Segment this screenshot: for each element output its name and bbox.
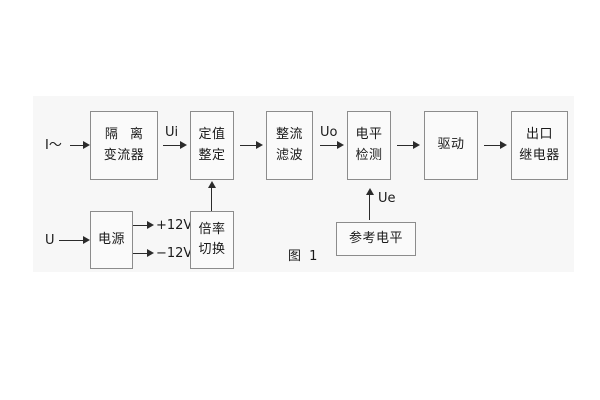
supply-pos-label: +12V — [156, 218, 193, 233]
figure-caption: 图 1 — [288, 249, 320, 264]
input-current-arrowhead — [83, 141, 90, 149]
block-setting-line1: 定值 — [198, 127, 226, 143]
block-level-detect-line2: 检测 — [355, 147, 383, 163]
block-rectify-filter: 整流 滤波 — [266, 111, 313, 180]
reference-to-level-wire — [369, 194, 370, 220]
block-rectify-filter-line1: 整流 — [275, 127, 303, 143]
input-current-label: I～ — [45, 138, 62, 153]
block-multiplier-switch: 倍率 切换 — [190, 211, 234, 269]
block-driver: 驱动 — [424, 111, 478, 180]
block-output-relay-line2: 继电器 — [519, 147, 560, 163]
block-isolation-ct-line2: 变流器 — [103, 147, 145, 163]
block-multiplier-switch-line1: 倍率 — [198, 221, 226, 237]
block-setting-line2: 整定 — [198, 147, 226, 163]
block-multiplier-switch-line2: 切换 — [198, 242, 226, 257]
multiplier-to-setting-arrowhead — [208, 181, 216, 188]
block-power-supply-line1: 电源 — [97, 231, 125, 247]
level-to-driver-arrowhead — [413, 141, 420, 149]
uo-wire — [320, 145, 338, 146]
block-driver-line1: 驱动 — [437, 137, 465, 153]
signal-uo-label: Uo — [320, 125, 338, 140]
ui-arrowhead — [180, 141, 187, 149]
input-current-wire — [70, 145, 84, 146]
block-power-supply: 电源 — [90, 211, 133, 269]
block-output-relay: 出口 继电器 — [511, 111, 568, 180]
uo-arrowhead — [337, 141, 344, 149]
supply-neg-arrowhead — [147, 249, 154, 257]
setting-to-rectify-arrowhead — [256, 141, 263, 149]
multiplier-to-setting-wire — [211, 187, 212, 211]
block-reference-level-line1: 参考电平 — [348, 230, 403, 246]
setting-to-rectify-wire — [240, 145, 257, 146]
block-rectify-filter-line2: 滤波 — [275, 147, 303, 163]
input-voltage-wire — [59, 240, 84, 241]
supply-neg-wire — [133, 253, 148, 254]
block-output-relay-line1: 出口 — [525, 127, 553, 143]
level-to-driver-wire — [397, 145, 414, 146]
input-voltage-label: U — [45, 233, 55, 248]
signal-ui-label: Ui — [165, 125, 179, 140]
reference-to-level-arrowhead — [366, 188, 374, 195]
block-reference-level: 参考电平 — [336, 222, 416, 256]
ui-wire — [163, 145, 181, 146]
block-level-detect: 电平 检测 — [347, 111, 391, 180]
supply-pos-wire — [133, 225, 148, 226]
input-voltage-arrowhead — [83, 236, 90, 244]
supply-pos-arrowhead — [147, 221, 154, 229]
block-isolation-ct: 隔 离 变流器 — [90, 111, 158, 180]
block-isolation-ct-line1: 隔 离 — [104, 127, 148, 143]
driver-to-relay-wire — [484, 145, 501, 146]
block-level-detect-line1: 电平 — [355, 127, 383, 143]
block-setting: 定值 整定 — [190, 111, 234, 180]
driver-to-relay-arrowhead — [500, 141, 507, 149]
signal-ue-label: Ue — [378, 191, 396, 206]
supply-neg-label: −12V — [156, 246, 193, 261]
